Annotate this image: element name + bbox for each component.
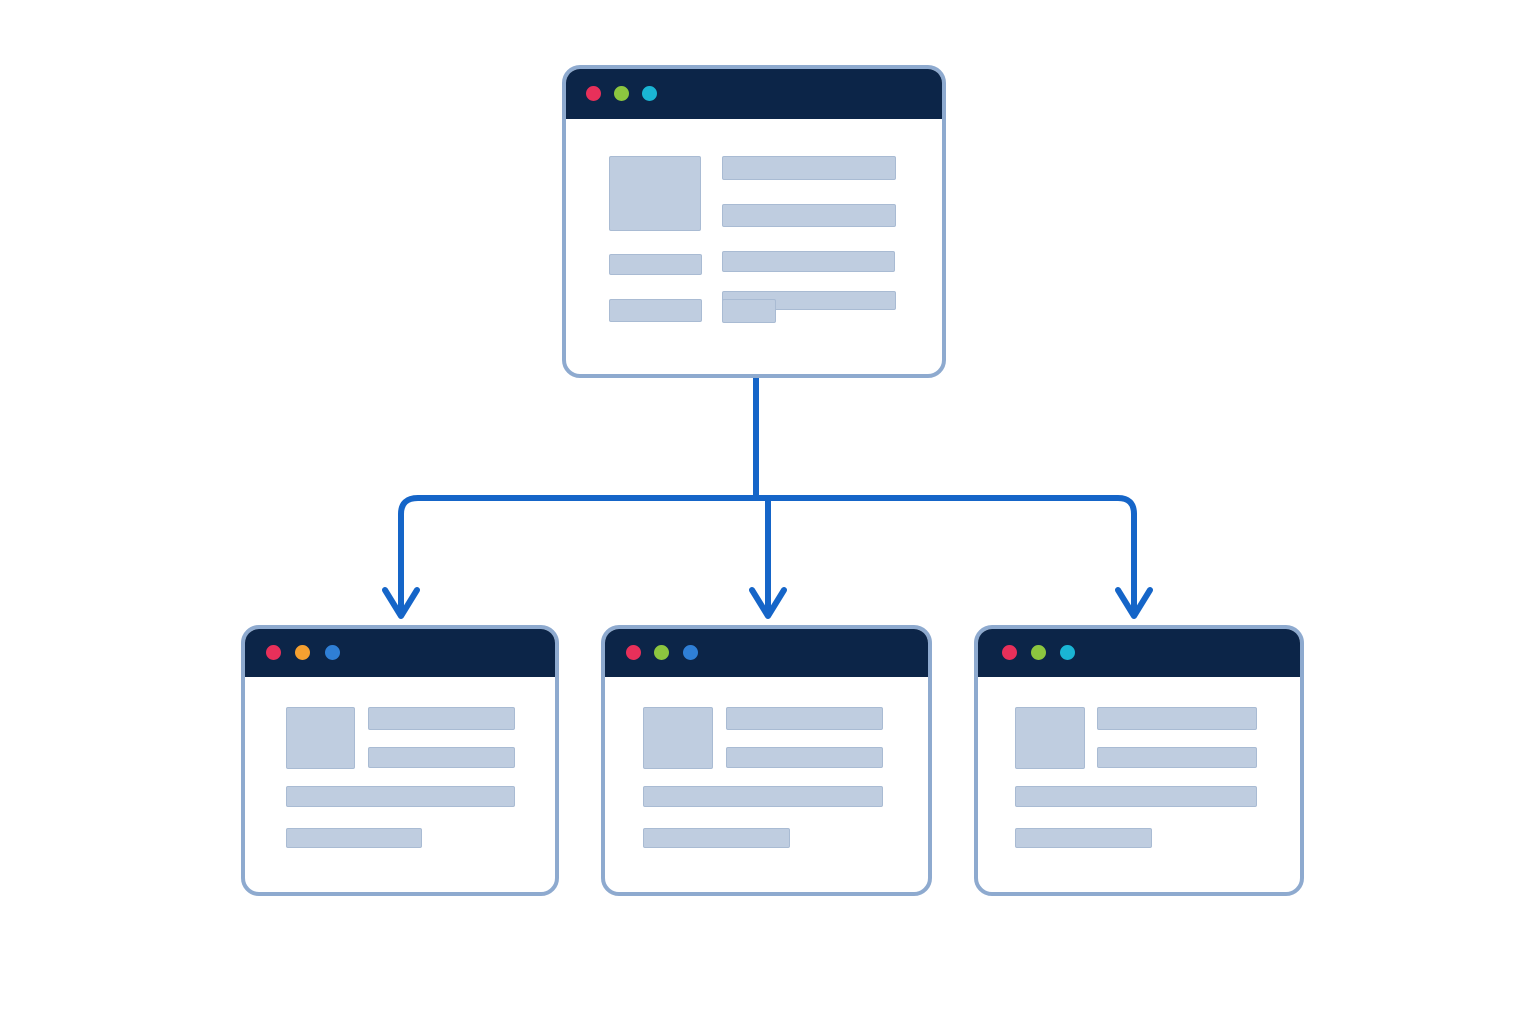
maximize-dot-icon[interactable]	[642, 86, 657, 101]
image-placeholder	[643, 707, 713, 769]
text-line-placeholder	[726, 707, 883, 730]
close-dot-icon[interactable]	[586, 86, 601, 101]
minimize-dot-icon[interactable]	[614, 86, 629, 101]
text-line-placeholder	[722, 204, 896, 227]
minimize-dot-icon[interactable]	[1031, 645, 1046, 660]
image-placeholder	[286, 707, 355, 769]
close-dot-icon[interactable]	[626, 645, 641, 660]
text-line-placeholder	[368, 747, 515, 768]
text-line-placeholder	[1097, 707, 1257, 730]
image-placeholder	[1015, 707, 1085, 769]
text-line-placeholder	[286, 828, 422, 848]
close-dot-icon[interactable]	[1002, 645, 1017, 660]
text-line-placeholder	[643, 828, 790, 848]
text-line-placeholder	[722, 251, 895, 272]
text-line-placeholder	[1097, 747, 1257, 768]
text-line-placeholder	[722, 299, 776, 323]
arrowhead-center	[749, 587, 787, 619]
maximize-dot-icon[interactable]	[683, 645, 698, 660]
text-line-placeholder	[1015, 786, 1257, 807]
child-window-center	[601, 625, 932, 896]
label-placeholder	[609, 299, 702, 322]
text-line-placeholder	[726, 747, 883, 768]
arrowhead-right	[1115, 587, 1153, 619]
close-dot-icon[interactable]	[266, 645, 281, 660]
maximize-dot-icon[interactable]	[1060, 645, 1075, 660]
text-line-placeholder	[1015, 828, 1152, 848]
branch-line-horizontal	[415, 495, 1137, 517]
parent-window	[562, 65, 946, 378]
title-bar	[245, 629, 555, 677]
branch-line-left-curve	[398, 495, 421, 611]
text-line-placeholder	[286, 786, 515, 807]
child-window-right	[974, 625, 1304, 896]
image-placeholder	[609, 156, 701, 231]
text-line-placeholder	[722, 156, 896, 180]
title-bar	[978, 629, 1300, 677]
minimize-dot-icon[interactable]	[654, 645, 669, 660]
text-line-placeholder	[368, 707, 515, 730]
maximize-dot-icon[interactable]	[325, 645, 340, 660]
minimize-dot-icon[interactable]	[295, 645, 310, 660]
title-bar	[566, 69, 942, 119]
child-window-left	[241, 625, 559, 896]
label-placeholder	[609, 254, 702, 275]
text-line-placeholder	[643, 786, 883, 807]
title-bar	[605, 629, 928, 677]
arrowhead-left	[382, 587, 420, 619]
